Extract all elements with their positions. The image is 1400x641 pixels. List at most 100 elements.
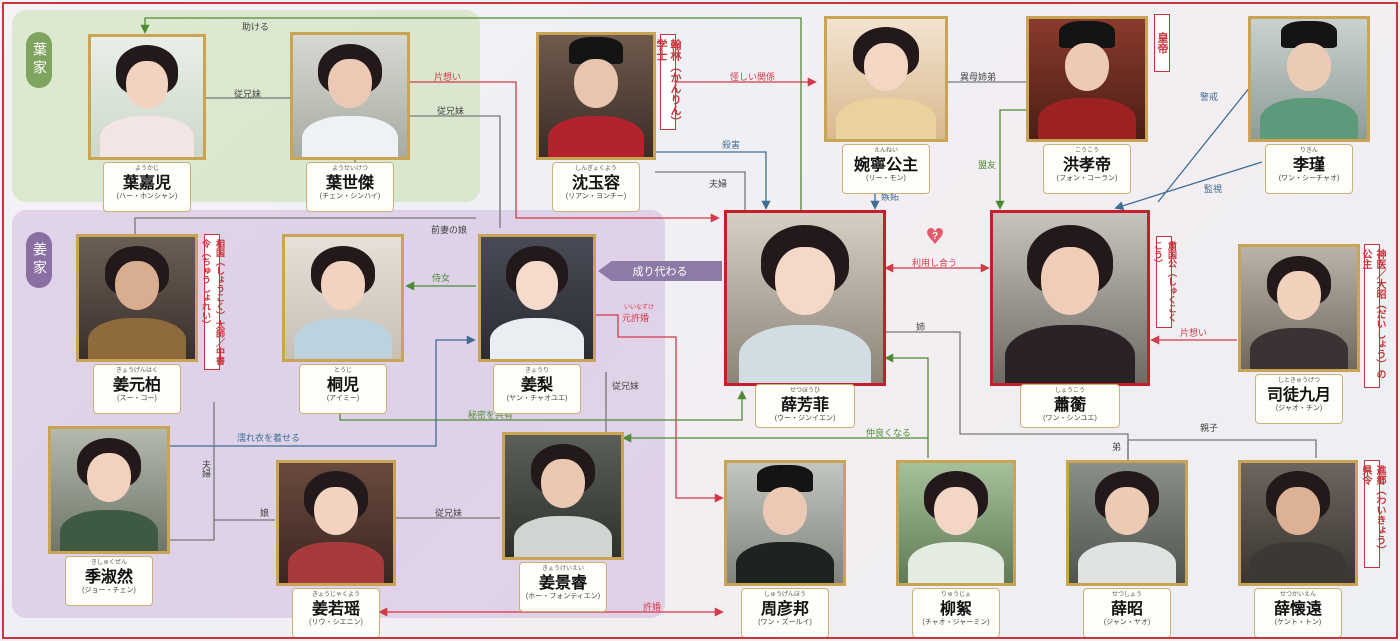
- name-ruby: せつかいえん: [1279, 592, 1316, 598]
- actor-name: (フォン・コーラン): [1056, 175, 1118, 182]
- portrait-jiang-li: [478, 234, 596, 362]
- nametag: きょうじゃくよう 姜若瑶 (リウ・シエニン): [292, 588, 380, 638]
- rel-cousins-1: 従兄妹: [234, 89, 262, 99]
- portrait-jiang-ruoyao: [276, 460, 396, 586]
- name-ruby: ようせいけつ: [331, 166, 368, 172]
- character-name: 葉世傑: [325, 173, 374, 192]
- card-shen-yurong[interactable]: しんぎょくよう 沈玉容 (リアン・ヨンチー): [536, 32, 656, 212]
- nametag: きしゅくぜん 季淑然 (ジョー・チェン): [65, 556, 153, 606]
- character-name: 柳絮: [939, 599, 972, 618]
- character-name: 姜若瑶: [311, 599, 360, 618]
- character-name: 蕭蘅: [1053, 395, 1086, 414]
- portrait-jiang-yuanbai: [76, 234, 198, 362]
- rel-cousins-3: 従兄妹: [612, 381, 640, 391]
- nametag: せつかいえん 薛懐遠 (ケント・トン): [1254, 588, 1342, 638]
- rel-spouses-1: 夫婦: [709, 179, 728, 189]
- portrait-xiao-heng: [990, 210, 1150, 386]
- nametag: りきん 李瑾 (ワン・シーチャオ): [1265, 144, 1353, 194]
- card-situ-jiuyue[interactable]: しときゅうげつ 司徒九月 (ジャオ・チン): [1238, 244, 1360, 424]
- rel-help: 助ける: [242, 22, 270, 32]
- portrait-wanning: [824, 16, 948, 142]
- name-ruby: しときゅうげつ: [1277, 378, 1320, 384]
- card-xiao-heng[interactable]: しょうこう 蕭蘅 (ワン・シンユエ): [990, 210, 1150, 428]
- character-name: 姜元柏: [112, 375, 161, 394]
- nametag: ようかじ 葉嘉児 (ハー・ホンシャン): [103, 162, 191, 212]
- card-xue-zhao[interactable]: せつしょう 薛昭 (ジャン・ヤオ): [1066, 460, 1188, 638]
- rel-suspicious: 怪しい関係: [730, 72, 776, 82]
- actor-name: (ウー・ジンイエン): [774, 415, 836, 422]
- title-magistrate: 進郷（わいきょう）県令: [1360, 460, 1385, 568]
- actor-name: (ジャン・ヤオ): [1103, 619, 1151, 626]
- character-name: 司徒九月: [1266, 385, 1331, 404]
- actor-name: (ワン・ズールイ): [758, 619, 812, 626]
- rel-impersonate: 成り代わる: [598, 261, 722, 281]
- name-ruby: しんぎょくよう: [575, 166, 617, 172]
- actor-name: (ハー・ホンシャン): [116, 193, 178, 200]
- card-ji-shuran[interactable]: きしゅくぜん 季淑然 (ジョー・チェン): [48, 426, 170, 606]
- rel-daughter: 娘: [260, 508, 270, 518]
- card-li-jin[interactable]: りきん 李瑾 (ワン・シーチャオ): [1248, 16, 1370, 194]
- actor-name: (ワン・シーチャオ): [1278, 175, 1340, 182]
- card-xue-fangfei[interactable]: せつほうひ 薛芳菲 (ウー・ジンイエン): [724, 210, 886, 428]
- rel-engaged: 許婚: [643, 602, 662, 612]
- rel-cousins-4: 従兄妹: [435, 508, 463, 518]
- card-jiang-yuanbai[interactable]: きょうげんはく 姜元柏 (スー・コー): [76, 234, 198, 414]
- portrait-ye-jiaer: [88, 34, 206, 160]
- title-divine-physician: 神医／大昭（だいしょう）の公主: [1360, 244, 1385, 388]
- nametag: りゅうじょ 柳絮 (チャオ・ジャーミン): [912, 588, 1000, 638]
- character-name: 周彦邦: [760, 599, 809, 618]
- character-name: 薛昭: [1110, 599, 1143, 618]
- rel-monitor: 監視: [1204, 184, 1223, 194]
- title-duke: 粛国公（しゅくこくこう）: [1152, 236, 1176, 328]
- rel-one-sided-love-1: 片想い: [434, 72, 462, 82]
- nametag: しときゅうげつ 司徒九月 (ジャオ・チン): [1255, 374, 1343, 424]
- card-ye-jiaer[interactable]: ようかじ 葉嘉児 (ハー・ホンシャン): [88, 34, 206, 212]
- actor-name: (チャオ・ジャーミン): [922, 619, 990, 626]
- card-jiang-jingrui[interactable]: きょうけいえい 姜景睿 (ホー・フォンティエン): [502, 432, 624, 612]
- portrait-zhou-yanbang: [724, 460, 846, 586]
- nametag: せつほうひ 薛芳菲 (ウー・ジンイエン): [755, 384, 855, 428]
- card-hongxiao[interactable]: こうこう 洪孝帝 (フォン・コーラン): [1026, 16, 1148, 194]
- card-jiang-li[interactable]: きょうり 姜梨 (ヤン・チャオユエ): [478, 234, 596, 414]
- portrait-jiang-jingrui: [502, 432, 624, 560]
- nametag: せつしょう 薛昭 (ジャン・ヤオ): [1083, 588, 1171, 638]
- card-zhou-yanbang[interactable]: しゅうげんほう 周彦邦 (ワン・ズールイ): [724, 460, 846, 638]
- character-name: 婉寧公主: [853, 155, 918, 174]
- card-tonger[interactable]: とうじ 桐児 (アイミー): [282, 234, 404, 414]
- actor-name: (ヤン・チャオユエ): [506, 395, 568, 402]
- rel-murder: 殺害: [722, 140, 741, 150]
- title-hanlin: 翰林（かんりん）学士: [655, 34, 682, 130]
- portrait-tonger: [282, 234, 404, 362]
- ye-family-label: 葉家: [26, 32, 52, 88]
- rel-jealousy: 嫉妬: [881, 192, 900, 202]
- rel-one-sided-love-2: 片想い: [1180, 328, 1208, 338]
- nametag: とうじ 桐児 (アイミー): [299, 364, 387, 414]
- jiang-family-label: 姜家: [26, 232, 52, 288]
- nametag: しゅうげんほう 周彦邦 (ワン・ズールイ): [741, 588, 829, 638]
- card-wanning[interactable]: えんねい 婉寧公主 (リー・モン): [824, 16, 948, 194]
- name-ruby: しょうこう: [1054, 388, 1085, 394]
- card-jiang-ruoyao[interactable]: きょうじゃくよう 姜若瑶 (リウ・シエニン): [276, 460, 396, 638]
- name-ruby: ようかじ: [134, 166, 159, 172]
- portrait-shen-yurong: [536, 32, 656, 160]
- heart-icon: ♥?: [925, 225, 945, 250]
- rel-ex-wife-daughter: 前妻の娘: [431, 225, 468, 235]
- title-emperor: 皇帝: [1154, 14, 1170, 72]
- portrait-xue-fangfei: [724, 210, 886, 386]
- actor-name: (リアン・ヨンチー): [565, 193, 627, 200]
- character-name: 桐児: [326, 375, 359, 394]
- character-name: 洪孝帝: [1062, 155, 1111, 174]
- name-ruby: きょうけいえい: [541, 566, 584, 572]
- rel-spouses-2: 夫婦: [201, 460, 211, 478]
- actor-name: (アイミー): [326, 395, 360, 402]
- card-xue-huaiyuan[interactable]: せつかいえん 薛懐遠 (ケント・トン): [1238, 460, 1358, 638]
- portrait-xue-zhao: [1066, 460, 1188, 586]
- portrait-li-jin: [1248, 16, 1370, 142]
- name-ruby: きょうじゃくよう: [311, 592, 360, 598]
- rel-cousins-2: 従兄妹: [437, 106, 465, 116]
- rel-secret: 秘密を共有: [468, 410, 514, 420]
- card-liu-xu[interactable]: りゅうじょ 柳絮 (チャオ・ジャーミン): [896, 460, 1016, 638]
- rel-wary: 警戒: [1200, 92, 1219, 102]
- card-ye-shijie[interactable]: ようせいけつ 葉世傑 (チェン・シンハイ): [290, 32, 410, 212]
